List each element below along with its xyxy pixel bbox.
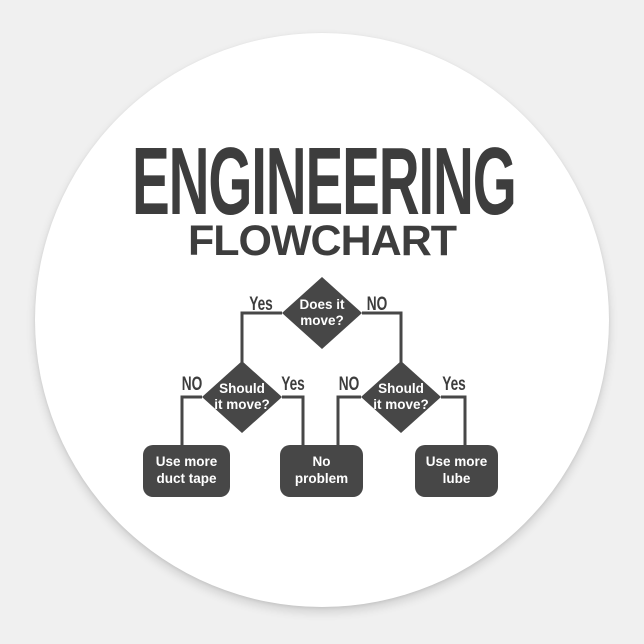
decision-should-it-move-right-text: Should it move? xyxy=(373,380,429,412)
engineering-flowchart-diagram: Does it move? Should it move? Should it … xyxy=(130,265,520,510)
branch-label-yes: Yes xyxy=(281,374,305,395)
result-use-more-duct-tape: Use more duct tape xyxy=(143,445,230,497)
branch-label-yes: Yes xyxy=(442,374,466,395)
branch-label-no: NO xyxy=(338,374,360,395)
title-engineering: ENGINEERING xyxy=(132,128,517,235)
connector-lines xyxy=(180,311,467,449)
result-no-problem-text: No problem xyxy=(294,454,349,486)
connector-right-no xyxy=(336,395,361,449)
connector-top-yes xyxy=(240,311,282,365)
result-use-more-lube: Use more lube xyxy=(415,445,498,497)
connector-top-no xyxy=(362,311,403,365)
subtitle-flowchart: FLOWCHART xyxy=(187,217,457,265)
decision-should-it-move-left-text: Should it move? xyxy=(214,380,270,412)
result-use-more-duct-tape-text: Use more duct tape xyxy=(155,454,218,486)
connector-left-no xyxy=(180,395,202,449)
result-no-problem: No problem xyxy=(280,445,363,497)
branch-label-yes: Yes xyxy=(249,294,273,315)
connector-right-yes xyxy=(441,395,467,449)
result-use-more-lube-text: Use more lube xyxy=(425,454,488,486)
branch-label-no: NO xyxy=(366,294,388,315)
decision-does-it-move-text: Does it move? xyxy=(299,296,345,328)
connector-left-yes xyxy=(282,395,305,449)
branch-label-no: NO xyxy=(181,374,203,395)
